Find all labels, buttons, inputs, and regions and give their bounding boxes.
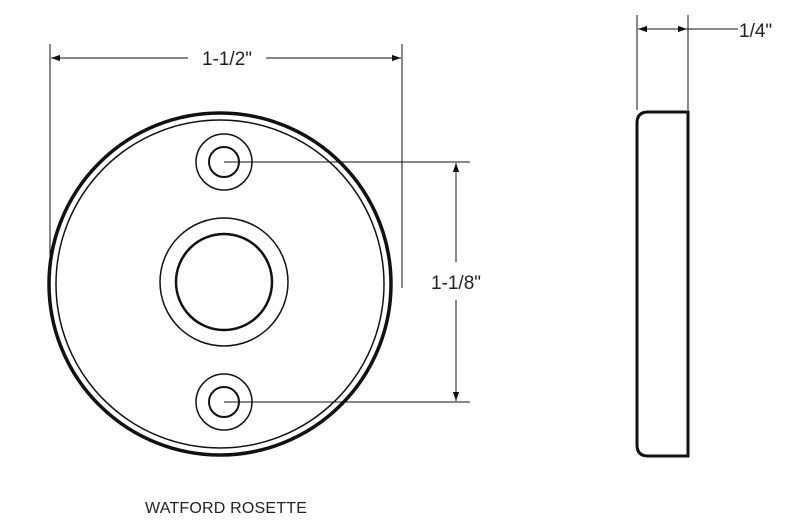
side-profile bbox=[635, 110, 690, 458]
thickness-label: 1/4" bbox=[739, 21, 772, 42]
overall-width-dimension bbox=[49, 44, 403, 288]
overall-width-label: 1-1/2" bbox=[202, 49, 252, 70]
front-view bbox=[47, 111, 393, 457]
hole-spacing-dimension bbox=[224, 161, 470, 403]
hole-spacing-label: 1-1/8" bbox=[431, 273, 481, 294]
side-view bbox=[635, 110, 690, 458]
center-boss-outer bbox=[159, 217, 289, 347]
rosette-inner-rim bbox=[55, 119, 385, 449]
drawing-caption: WATFORD ROSETTE bbox=[145, 500, 308, 517]
thickness-dimension bbox=[636, 15, 738, 110]
rosette-outer-rim bbox=[47, 111, 393, 457]
center-hole bbox=[174, 232, 274, 332]
